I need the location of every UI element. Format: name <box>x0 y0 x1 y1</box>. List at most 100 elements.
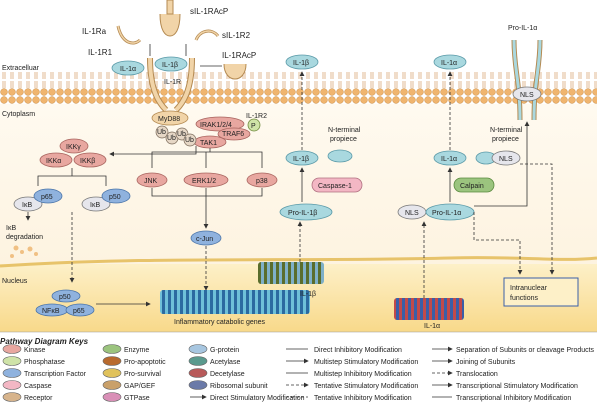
legend-key: Tentative Inhibitory Modification <box>314 395 412 402</box>
nfkb-label: NFκB <box>42 308 60 315</box>
legend-swatch-b0 <box>102 344 122 354</box>
nterm2-label-2: propiece <box>492 136 519 143</box>
legend-swatch-b1 <box>102 356 122 366</box>
ub-chain <box>155 125 197 147</box>
il1b-gene-dna <box>258 262 324 284</box>
nls-to-nuclear-arrow <box>520 163 555 275</box>
legend-key: Receptor <box>24 395 53 402</box>
il1a-ext-node <box>111 60 145 76</box>
myd88-label: MyD88 <box>158 116 180 123</box>
pro-il1a-membrane-receptor <box>511 39 543 121</box>
legend-swatch-b2 <box>102 368 122 378</box>
calpain-node <box>453 177 495 193</box>
il1r1-label: IL-1R1 <box>88 48 113 57</box>
sil1r2-label: sIL-1R2 <box>222 31 251 40</box>
calpain-label: Calpain <box>460 183 484 190</box>
il1a-cyto-node <box>433 150 467 166</box>
nterm1-propiece <box>327 149 353 163</box>
plasma-membrane <box>0 72 597 104</box>
il1r-label: IL-1R <box>164 79 181 86</box>
legend-key: Direct Stimulatory Modification <box>210 395 305 402</box>
p65b-node <box>65 303 95 317</box>
legend-key: Direct Inhibitory Modification <box>314 347 402 354</box>
legend-key: Separation of Subunits or cleavage Produ… <box>456 347 594 354</box>
legend-key: G-protein <box>210 347 239 354</box>
il1ra-label: IL-1Ra <box>82 27 107 36</box>
traf6-node <box>217 127 251 141</box>
p38-node <box>246 172 278 188</box>
ikb2-label: IκB <box>90 202 100 209</box>
intranuclear-box <box>503 277 579 307</box>
intranuclear-label-2: functions <box>510 295 539 302</box>
caspase1-label: Caspase-1 <box>318 183 352 190</box>
irak-label: IRAK1/2/4 <box>200 122 232 129</box>
legend-key: Phosphatase <box>24 359 65 366</box>
legend-key: Joining of Subunits <box>456 359 516 366</box>
tak1-to-ikk-line <box>109 146 197 157</box>
nls-top-label: NLS <box>520 92 534 99</box>
p50b-node <box>51 289 81 303</box>
nls-mid-node <box>491 150 521 166</box>
legend-key: Multistep Inhibitory Modification <box>314 371 412 378</box>
legend-key: Translocation <box>456 371 498 378</box>
legend-swatch-2 <box>2 368 22 378</box>
legend-swatch-0 <box>2 344 22 354</box>
cytoplasm-region <box>0 104 597 264</box>
legend-key: Transcriptional Stimulatory Modification <box>456 383 578 390</box>
legend-key: Pro-survival <box>124 371 161 378</box>
legend-key: Enzyme <box>124 347 149 354</box>
pro-il1a-top-label: Pro-IL-1α <box>508 25 537 32</box>
il1b-cyto-label: IL-1β <box>293 156 309 163</box>
ikb1-label: IκB <box>22 202 32 209</box>
ub-label-3: Ub <box>177 131 186 138</box>
il1a-gene-dna <box>394 298 464 320</box>
pro-il1b-node <box>279 203 333 221</box>
ikkb-label: IKKβ <box>80 158 95 165</box>
legend-key: GAP/GEF <box>124 383 155 390</box>
il1a-gene-label: IL-1α <box>424 323 440 330</box>
legend-swatch-b3 <box>102 380 122 390</box>
sil1racp-receptor <box>159 0 181 37</box>
nterm1-label-1: N-terminal <box>328 127 361 134</box>
ikkb-node <box>73 152 107 168</box>
p50b-label: p50 <box>59 294 71 301</box>
intranuclear-label-1: Intranuclear <box>510 285 548 292</box>
sil1racp-label: sIL-1RAcP <box>190 7 228 16</box>
il1b-out-label: IL-1β <box>293 60 309 67</box>
jnk-label: JNK <box>144 178 158 185</box>
il1ra-receptor <box>116 25 142 45</box>
legend-key: Multistep Stimulatory Modification <box>314 359 418 366</box>
inflammatory-genes-dna <box>160 290 310 314</box>
legend-key: Ribosomal subunit <box>210 383 268 390</box>
cjun-label: c-Jun <box>196 236 213 243</box>
il1b-out-node <box>285 54 319 70</box>
p65b-label: p65 <box>73 308 85 315</box>
p65a-label: p65 <box>41 194 53 201</box>
erk-label: ERK1/2 <box>192 178 216 185</box>
inflammatory-genes-label: Inflammatory catabolic genes <box>174 319 266 326</box>
degradation-fragments <box>10 245 38 258</box>
p50a-label: p50 <box>109 194 121 201</box>
legend-key: Caspase <box>24 383 52 390</box>
il1b-cyto-node <box>285 150 319 166</box>
ub-label-1: Ub <box>157 129 166 136</box>
nls-mid-label: NLS <box>499 156 513 163</box>
ikkg-label: IKKγ <box>66 144 81 151</box>
legend-key: Pro-apoptotic <box>124 359 166 366</box>
nterm1-label-2: propiece <box>330 136 357 143</box>
jnk-node <box>136 172 168 188</box>
p65a-node <box>33 188 63 204</box>
legend-key: GTPase <box>124 395 150 402</box>
legend-swatch-b4 <box>102 392 122 402</box>
il1a-cyto-label: IL-1α <box>441 156 457 163</box>
ikk-branch-line <box>37 168 107 186</box>
ikkg-node <box>59 138 89 154</box>
p38-label: p38 <box>256 178 268 185</box>
il1b-receptor-label: IL-1β <box>162 62 178 69</box>
erk-node <box>183 172 229 188</box>
mapk-to-cjun-line <box>151 188 263 228</box>
legend-swatch-c0 <box>188 344 208 354</box>
pro-il1a-label: Pro-IL-1α <box>432 210 461 217</box>
